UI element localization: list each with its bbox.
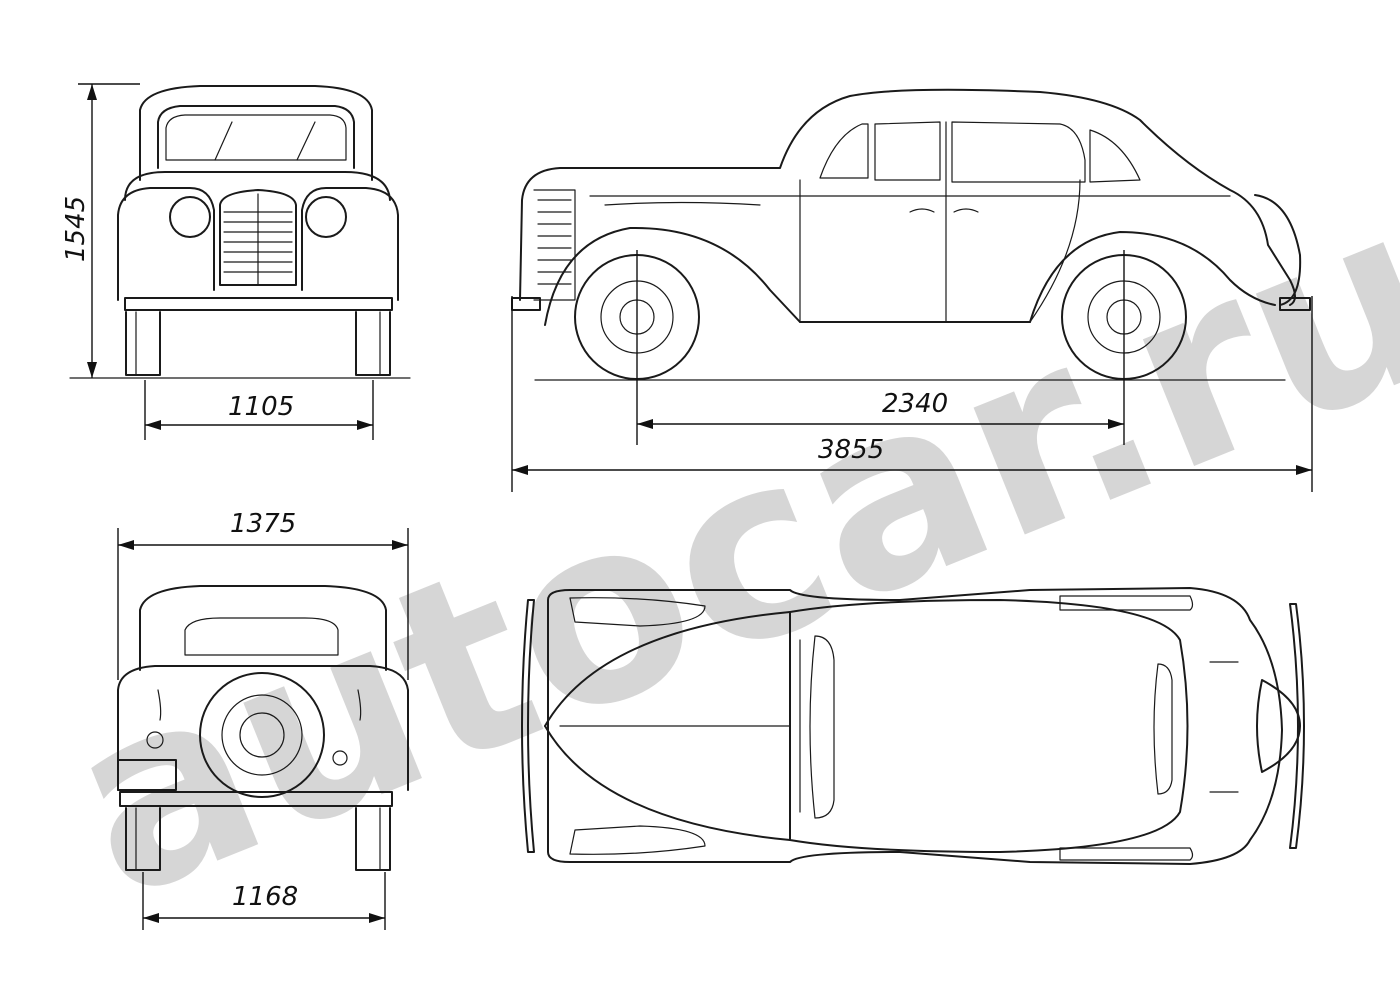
watermark-text: autocar.ru (33, 146, 1400, 955)
dimension-length: 3855 (511, 296, 1313, 492)
front-track-label: 1105 (228, 392, 294, 422)
width-label: 1375 (230, 509, 296, 539)
height-label: 1545 (61, 196, 91, 262)
dimension-rear-track: 1168 (142, 872, 386, 930)
rear-track-label: 1168 (232, 882, 298, 912)
dimension-width: 1375 (117, 509, 409, 680)
dimension-height: 1545 (61, 83, 140, 378)
dimension-front-track: 1105 (144, 380, 374, 440)
dimension-wheelbase: 2340 (636, 250, 1125, 445)
front-view (69, 85, 411, 379)
side-view (511, 88, 1311, 381)
wheelbase-label: 2340 (882, 389, 948, 419)
top-view (521, 587, 1305, 865)
length-label: 3855 (818, 435, 884, 465)
watermark: autocar.ru (33, 146, 1400, 955)
rear-view (117, 585, 409, 871)
